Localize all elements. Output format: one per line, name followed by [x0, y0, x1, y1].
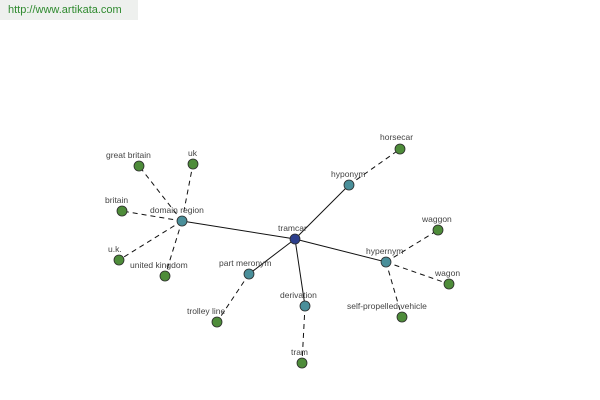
- node-label-tramcar[interactable]: tramcar: [278, 223, 307, 233]
- node-hypernym[interactable]: [380, 256, 392, 268]
- node-label-horsecar[interactable]: horsecar: [380, 132, 413, 142]
- node-u-k[interactable]: [113, 254, 125, 266]
- edge-tramcar-to-derivation: [294, 238, 306, 307]
- edge-domain-region-to-u-k: [118, 220, 183, 261]
- node-part-meronym[interactable]: [243, 268, 255, 280]
- node-uk[interactable]: [187, 158, 199, 170]
- node-label-great-britain[interactable]: great britain: [106, 150, 151, 160]
- node-united-kingdom[interactable]: [159, 270, 171, 282]
- edge-domain-region-to-great-britain: [138, 165, 183, 222]
- node-great-britain[interactable]: [133, 160, 145, 172]
- node-label-trolley-line[interactable]: trolley line: [187, 306, 226, 316]
- node-derivation[interactable]: [299, 300, 311, 312]
- edge-hyponym-to-horsecar: [348, 148, 401, 186]
- edge-hypernym-to-wagon: [385, 261, 450, 285]
- graph-edges: [118, 148, 450, 364]
- node-tramcar[interactable]: [289, 233, 301, 245]
- node-label-tram[interactable]: tram: [291, 347, 308, 357]
- edge-domain-region-to-united-kingdom: [164, 220, 183, 277]
- edge-hypernym-to-waggon: [385, 229, 439, 263]
- edge-hypernym-to-self-propelled-vehicle: [385, 261, 403, 318]
- node-label-u-k[interactable]: u.k.: [108, 244, 122, 254]
- node-label-hyponym[interactable]: hyponym: [331, 169, 366, 179]
- graph-labels: tramcar hyponym hypernym part meronym deriva…: [105, 132, 460, 357]
- node-waggon[interactable]: [432, 224, 444, 236]
- edge-tramcar-to-part-meronym: [248, 238, 296, 275]
- edge-tramcar-to-domain-region: [181, 220, 296, 240]
- node-label-part-meronym[interactable]: part meronym: [219, 258, 271, 268]
- node-label-uk[interactable]: uk: [188, 148, 198, 158]
- node-label-self-propelled-vehicle[interactable]: self-propelled vehicle: [347, 301, 427, 311]
- edge-part-meronym-to-trolley-line: [216, 273, 250, 323]
- edge-domain-region-to-uk: [181, 163, 194, 222]
- node-label-derivation[interactable]: derivation: [280, 290, 317, 300]
- node-tram[interactable]: [296, 357, 308, 369]
- node-horsecar[interactable]: [394, 143, 406, 155]
- node-wagon[interactable]: [443, 278, 455, 290]
- node-britain[interactable]: [116, 205, 128, 217]
- graph-nodes: [113, 143, 455, 369]
- site-url[interactable]: http://www.artikata.com: [0, 0, 138, 20]
- node-label-domain-region[interactable]: domain region: [150, 205, 204, 215]
- node-label-britain[interactable]: britain: [105, 195, 128, 205]
- node-label-wagon[interactable]: wagon: [434, 268, 460, 278]
- edge-tramcar-to-hyponym: [294, 184, 350, 240]
- node-label-hypernym[interactable]: hypernym: [366, 246, 403, 256]
- node-label-united-kingdom[interactable]: united kingdom: [130, 260, 188, 270]
- edge-domain-region-to-britain: [121, 210, 183, 222]
- node-hyponym[interactable]: [343, 179, 355, 191]
- node-domain-region[interactable]: [176, 215, 188, 227]
- edge-derivation-to-tram: [301, 305, 306, 364]
- edge-tramcar-to-hypernym: [294, 238, 387, 263]
- node-self-propelled-vehicle[interactable]: [396, 311, 408, 323]
- node-trolley-line[interactable]: [211, 316, 223, 328]
- node-label-waggon[interactable]: waggon: [421, 214, 452, 224]
